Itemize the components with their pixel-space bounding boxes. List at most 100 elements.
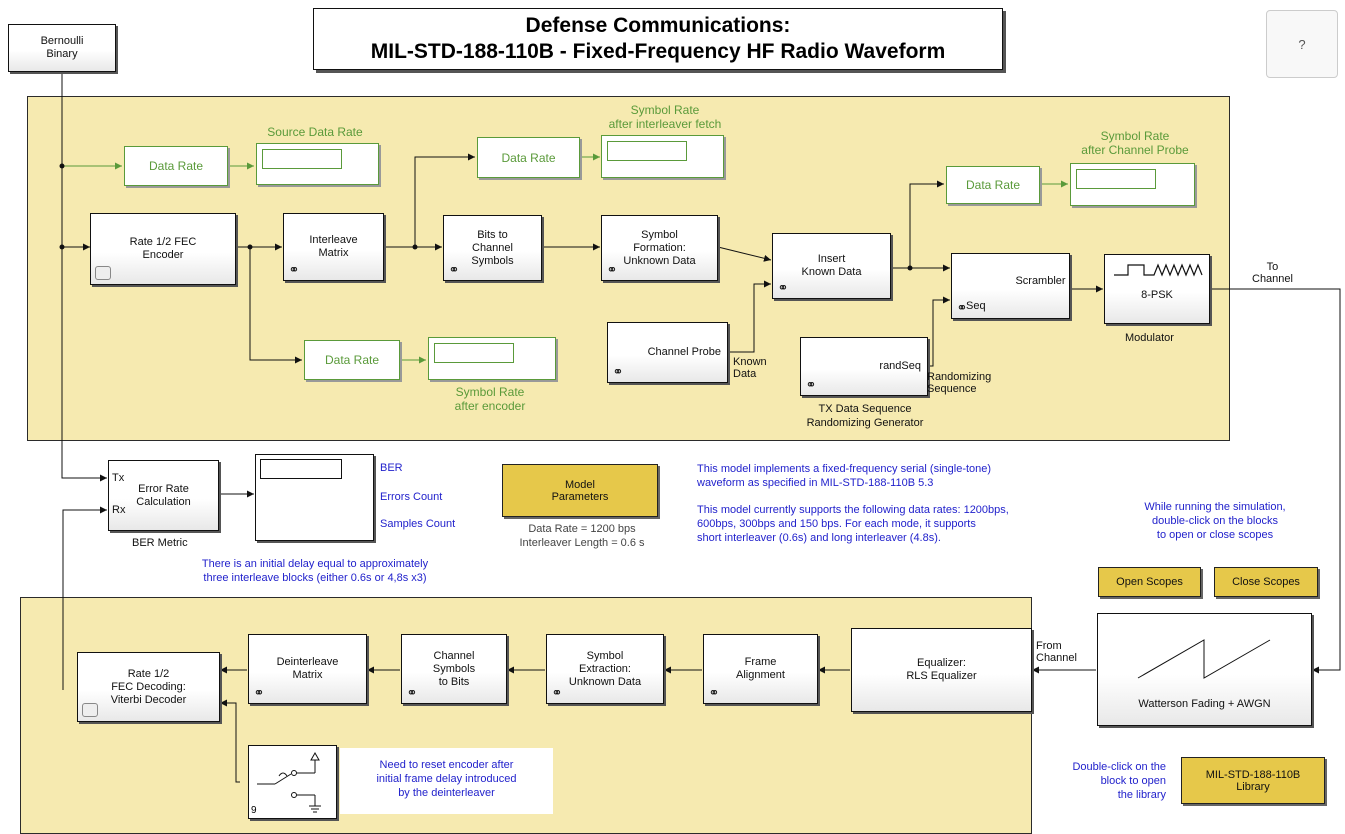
ber-display-window	[260, 459, 342, 479]
interleave-matrix-block[interactable]: Interleave Matrix ⚭	[283, 213, 384, 281]
data-rate-block-source[interactable]: Data Rate	[124, 146, 228, 186]
open-scopes-button[interactable]: Open Scopes	[1098, 567, 1201, 597]
scopes-hint: While running the simulation, double-cli…	[1144, 501, 1286, 541]
library-link-icon: ⚭	[406, 685, 418, 700]
symbols-to-bits-block[interactable]: Channel Symbols to Bits ⚭	[401, 634, 507, 704]
data-rate-label: Data Rate	[965, 178, 1021, 192]
encoder-rate-caption: Symbol Rate after encoder	[454, 385, 526, 413]
library-link-icon: ⚭	[956, 300, 968, 315]
help-button[interactable]: ?	[1266, 10, 1338, 78]
frame-alignment-label: Frame Alignment	[736, 656, 785, 681]
scrambler-block[interactable]: Scrambler Seq ⚭	[951, 253, 1070, 319]
fading-label: Watterson Fading + AWGN	[1138, 698, 1271, 710]
error-rate-label: Error Rate Calculation	[136, 482, 191, 508]
data-rate-label: Data Rate	[148, 159, 204, 173]
library-hint: Double-click on the block to open the li…	[1072, 761, 1166, 801]
data-rate-label: Data Rate	[324, 353, 380, 367]
reset-switch-block[interactable]: 9	[248, 745, 337, 819]
library-link-icon: ⚭	[551, 685, 563, 700]
close-scopes-button[interactable]: Close Scopes	[1214, 567, 1318, 597]
interleave-label: Interleave Matrix	[309, 234, 358, 259]
ber-label: BER	[380, 462, 403, 474]
fec-encoder-label: Rate 1/2 FEC Encoder	[129, 236, 197, 261]
close-scopes-label: Close Scopes	[1232, 576, 1300, 588]
deinterleave-matrix-block[interactable]: Deinterleave Matrix ⚭	[248, 634, 367, 704]
fec-encoder-block[interactable]: Rate 1/2 FEC Encoder	[90, 213, 236, 285]
delay-note: There is an initial delay equal to appro…	[201, 558, 429, 584]
equalizer-block[interactable]: Equalizer: RLS Equalizer	[851, 628, 1032, 712]
source-rate-display[interactable]	[256, 143, 379, 185]
modulation-waveform-icon	[1114, 263, 1203, 277]
channel-probe-block[interactable]: Channel Probe ⚭	[607, 322, 728, 383]
subsystem-icon	[82, 703, 98, 717]
watterson-fading-block[interactable]: Watterson Fading + AWGN	[1097, 613, 1312, 726]
data-rate-block-probe[interactable]: Data Rate	[946, 166, 1040, 204]
symbol-formation-label: Symbol Formation: Unknown Data	[623, 228, 696, 267]
data-rate-label: Data Rate	[501, 150, 556, 165]
probe-rate-display[interactable]	[1070, 163, 1195, 206]
reset-note-box: Need to reset encoder after initial fram…	[340, 748, 553, 814]
model-parameters-label: Model Parameters	[551, 478, 609, 503]
fading-sawtooth-icon	[1137, 639, 1271, 679]
modulator-caption: Modulator	[1125, 332, 1174, 344]
to-channel-label: To Channel	[1252, 261, 1293, 285]
probe-rate-caption: Symbol Rate after Channel Probe	[1081, 129, 1189, 157]
randseq-port-label: randSeq	[879, 360, 921, 372]
deinterleave-label: Deinterleave Matrix	[276, 656, 339, 681]
library-button[interactable]: MIL-STD-188-110B Library	[1181, 757, 1325, 804]
title-line-2: MIL-STD-188-110B - Fixed-Frequency HF Ra…	[370, 40, 946, 63]
symbol-extraction-label: Symbol Extraction: Unknown Data	[568, 649, 642, 688]
interleaver-rate-caption: Symbol Rate after interleaver fetch	[608, 103, 722, 131]
ber-display-block[interactable]	[255, 454, 374, 541]
channel-probe-label: Channel Probe	[647, 346, 721, 358]
switch-port-label: 9	[251, 805, 257, 816]
equalizer-label: Equalizer: RLS Equalizer	[906, 657, 977, 682]
modulator-label: 8-PSK	[1141, 288, 1173, 301]
data-rate-block-interleaver[interactable]: Data Rate	[477, 137, 580, 178]
library-button-label: MIL-STD-188-110B Library	[1205, 768, 1301, 793]
rx-port-label: Rx	[112, 504, 126, 516]
ber-metric-caption: BER Metric	[132, 537, 188, 549]
from-channel-label: From Channel	[1036, 640, 1077, 664]
randomizer-block[interactable]: randSeq ⚭	[800, 337, 928, 396]
modulator-block[interactable]: 8-PSK	[1104, 254, 1210, 324]
model-description: This model implements a fixed-frequency …	[697, 463, 992, 489]
scrambler-seq-port: Seq	[966, 300, 986, 312]
interleaver-length-param: Interleaver Length = 0.6 s	[519, 537, 645, 549]
subsystem-icon	[95, 266, 111, 280]
library-link-icon: ⚭	[448, 262, 460, 277]
randomizer-caption: TX Data Sequence Randomizing Generator	[806, 403, 924, 429]
insert-known-data-block[interactable]: Insert Known Data ⚭	[772, 233, 891, 299]
library-link-icon: ⚭	[606, 262, 618, 277]
samples-count-label: Samples Count	[380, 518, 456, 530]
fec-decoder-block[interactable]: Rate 1/2 FEC Decoding: Viterbi Decoder	[77, 652, 220, 722]
known-data-port-label: Known Data	[733, 356, 767, 380]
bits-to-symbols-block[interactable]: Bits to Channel Symbols ⚭	[443, 215, 542, 281]
bits-to-symbols-label: Bits to Channel Symbols	[471, 228, 514, 267]
help-button-label: ?	[1298, 36, 1306, 52]
open-scopes-label: Open Scopes	[1116, 576, 1183, 588]
error-rate-calculation-block[interactable]: Error Rate Calculation Tx Rx	[108, 460, 219, 531]
interleaver-rate-display[interactable]	[601, 135, 724, 178]
library-link-icon: ⚭	[612, 364, 624, 379]
frame-alignment-block[interactable]: Frame Alignment ⚭	[703, 634, 818, 704]
data-rate-block-encoder[interactable]: Data Rate	[304, 340, 400, 380]
data-rates-description: This model currently supports the follow…	[697, 504, 1009, 544]
bernoulli-binary-block[interactable]: Bernoulli Binary	[8, 24, 116, 72]
randomizing-sequence-label: Randomizing Sequence	[927, 371, 992, 395]
library-link-icon: ⚭	[288, 262, 300, 277]
insert-known-label: Insert Known Data	[801, 253, 862, 278]
encoder-rate-display[interactable]	[428, 337, 556, 380]
scrambler-label: Scrambler	[1015, 274, 1066, 287]
symbol-extraction-block[interactable]: Symbol Extraction: Unknown Data ⚭	[546, 634, 664, 704]
data-rate-param: Data Rate = 1200 bps	[528, 523, 636, 535]
library-link-icon: ⚭	[708, 685, 720, 700]
symbol-formation-block[interactable]: Symbol Formation: Unknown Data ⚭	[601, 215, 718, 281]
library-link-icon: ⚭	[253, 685, 265, 700]
library-link-icon: ⚭	[777, 280, 789, 295]
bernoulli-label: Bernoulli Binary	[40, 35, 84, 60]
model-parameters-button[interactable]: Model Parameters	[502, 464, 658, 517]
symbols-to-bits-label: Channel Symbols to Bits	[432, 649, 476, 688]
model-title: Defense Communications: MIL-STD-188-110B…	[313, 8, 1003, 70]
